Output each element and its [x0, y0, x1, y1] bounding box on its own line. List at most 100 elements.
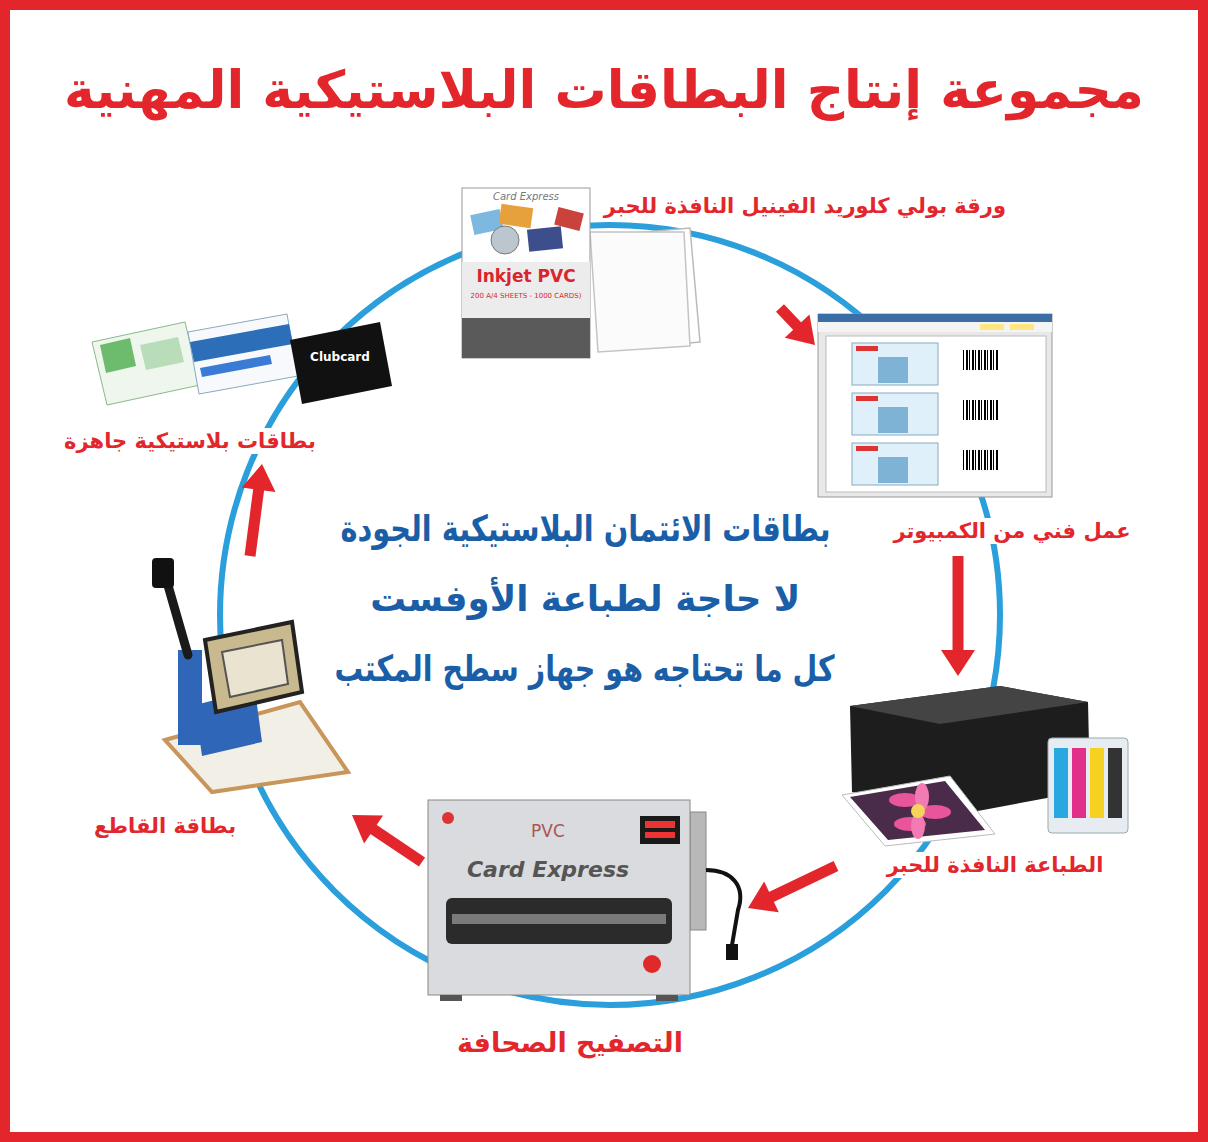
step-label: عمل فني من الكمبيوتر [889, 518, 1134, 544]
process-step: الطباعة النافذة للحبر [836, 676, 1136, 890]
flow-arrow [352, 815, 422, 862]
device-label: PVC [531, 821, 565, 842]
process-step: بطاقات بلاستيكية جاهزة [28, 298, 394, 464]
window-titlebar [818, 314, 1052, 322]
ink-tank [1048, 738, 1128, 833]
flow-arrow [748, 866, 836, 912]
green-card [92, 322, 200, 405]
process-step: التصفيح الصحافة [422, 797, 748, 1075]
building-image [878, 357, 908, 383]
brand-mark: Card Express [467, 856, 629, 884]
arrow-shaft [780, 308, 799, 328]
ink-bottle [1090, 748, 1104, 818]
step-label: الطباعة النافذة للحبر [883, 852, 1108, 878]
diagram-title: مجموعة إنتاج البطاقات البلاستيكية المهني… [64, 58, 1144, 123]
laminator-body [428, 800, 690, 995]
arrow-head [748, 881, 779, 912]
step-label: بطاقة القاطع [90, 813, 240, 839]
pack-box [462, 188, 590, 358]
logo-mark [442, 812, 454, 824]
barcode [962, 450, 998, 470]
power-cable [706, 870, 740, 945]
foot [440, 995, 462, 1001]
step-label: بطاقات بلاستيكية جاهزة [60, 428, 320, 454]
display-digits [645, 832, 675, 838]
die-window [222, 640, 288, 697]
black-card [290, 322, 392, 404]
arrow-head [242, 464, 276, 492]
card-band [190, 324, 293, 362]
arrow-head [941, 650, 975, 676]
building-image [878, 407, 908, 433]
window [818, 314, 1052, 497]
ink-bottle [1108, 748, 1122, 818]
pack-spec: 200 A/4 SHEETS - 1000 CARDS) [471, 292, 582, 301]
card-brand: Clubcard [310, 350, 370, 365]
pack-footer [462, 318, 590, 358]
photo-print [850, 781, 985, 840]
toolbar-button [980, 324, 1004, 330]
flower-center [911, 804, 925, 818]
name-bar [200, 355, 272, 377]
slogan-line: لا حاجة لطباعة الأوفست [370, 576, 800, 621]
flow-arrow [780, 308, 815, 345]
step-label: ورقة بولي كلوريد الفينيل النافذة للحبر [600, 193, 1010, 219]
lever-grip [152, 558, 174, 588]
card-cutter [152, 558, 348, 792]
process-step: عمل فني من الكمبيوتر [815, 312, 1148, 556]
step-label: التصفيح الصحافة [453, 1026, 687, 1060]
sheet [590, 232, 690, 352]
plug [726, 944, 738, 960]
cutter-head [205, 622, 302, 712]
arrow-shaft [770, 866, 836, 898]
display-digits [645, 821, 675, 828]
card-print [140, 337, 184, 370]
roller [452, 914, 666, 924]
design-screenshot [818, 314, 1052, 497]
toolbar-button [1010, 324, 1034, 330]
inkjet-printer [842, 686, 1128, 846]
arrow-shaft [953, 556, 964, 652]
arrow-shaft [372, 828, 422, 862]
window-toolbar [818, 322, 1052, 332]
flow-arrow [242, 464, 276, 556]
finished-cards [92, 314, 392, 405]
arrow-head [352, 815, 383, 844]
card-layout [852, 443, 938, 485]
side-vent [690, 812, 706, 930]
blue-card [188, 314, 298, 394]
card-logo [856, 396, 878, 401]
card-thumb [554, 207, 584, 231]
building-image [878, 457, 908, 483]
pillar [178, 650, 202, 745]
product-name: Inkjet PVC [476, 266, 575, 287]
card-logo [856, 446, 878, 451]
slogan-line: كل ما تحتاجه هو جهاز سطح المكتب [335, 646, 835, 691]
card-print [100, 338, 136, 373]
document-area [826, 336, 1046, 492]
feed-slot [446, 898, 672, 944]
flow-arrow [941, 556, 975, 676]
laminator [428, 800, 740, 1001]
printer-top [850, 686, 1088, 724]
process-step: بطاقة القاطع [76, 556, 352, 852]
barcode [962, 400, 998, 420]
ink-bottle [1054, 748, 1068, 818]
card-layout [852, 393, 938, 435]
foot [656, 995, 678, 1001]
display [640, 816, 680, 844]
power-button [643, 955, 661, 973]
barcode [962, 350, 998, 370]
disc-thumb [491, 226, 519, 254]
arrow-head [785, 314, 815, 345]
card-thumb [527, 226, 563, 251]
process-step: ورقة بولي كلوريد الفينيل النافذة للحبر [455, 180, 1017, 308]
pack-band [462, 262, 590, 318]
slogan-line: بطاقات الائتمان البلاستيكية الجودة [340, 506, 830, 551]
card-layout [852, 343, 938, 385]
arrow-shaft [250, 488, 259, 556]
card-logo [856, 346, 878, 351]
